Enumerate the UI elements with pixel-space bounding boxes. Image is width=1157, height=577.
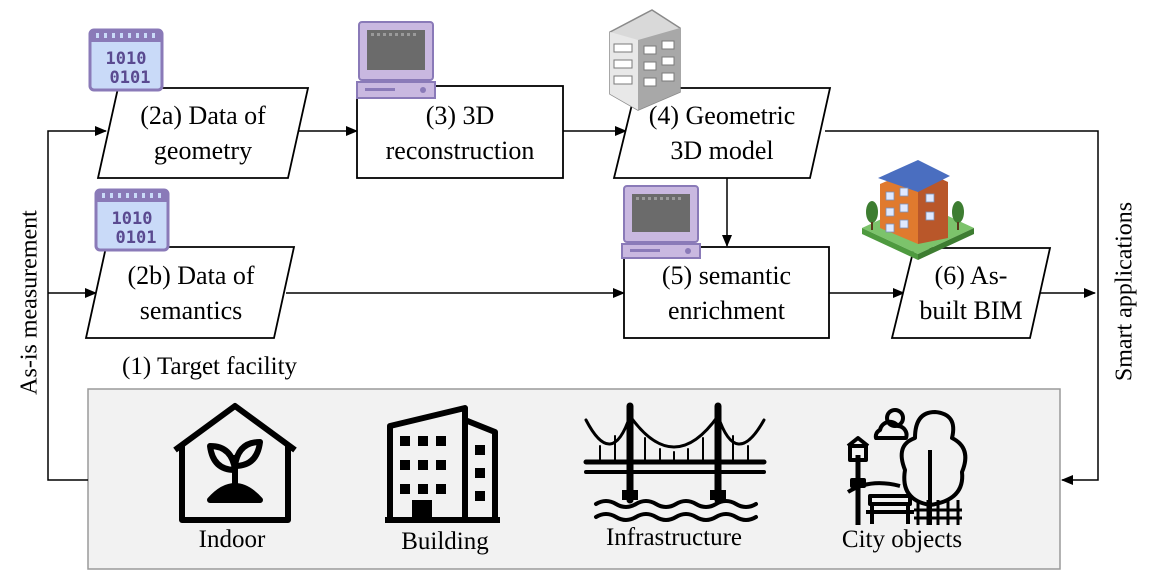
bridge-icon <box>583 402 767 522</box>
svg-text:1010: 1010 <box>112 209 153 229</box>
connector-facility-to-2a <box>47 126 107 481</box>
node-label-line2: reconstruction <box>385 136 535 165</box>
node-label-line1: (2a) Data of <box>140 101 266 130</box>
shape-reconstruction <box>356 85 564 179</box>
node-label-line2: 3D model <box>670 136 774 165</box>
node-label-line1: (4) Geometric <box>648 101 796 130</box>
building-icon <box>385 405 500 523</box>
node-label-data-geometry: (2a) Data of geometry <box>108 98 298 168</box>
facility-caption-indoor: Indoor <box>198 526 266 553</box>
node-label-line1: (2b) Data of <box>127 261 255 290</box>
node-label-semantic-enrichment: (5) semantic enrichment <box>624 258 829 328</box>
smart-applications-label: Smart applications <box>1111 201 1138 382</box>
shape-data-semantics <box>84 246 296 339</box>
node-label-reconstruction: (3) 3D reconstruction <box>357 98 563 168</box>
node-label-line2: enrichment <box>668 296 785 325</box>
node-label-data-semantics: (2b) Data of semantics <box>96 258 286 328</box>
building-model-icon <box>609 9 681 111</box>
bim-building-icon <box>862 160 974 260</box>
shape-geometric-model <box>612 87 832 179</box>
connector-4-to-right <box>825 130 1099 485</box>
facility-caption-infrastructure: Infrastructure <box>605 524 743 551</box>
node-label-line2: built BIM <box>919 296 1023 325</box>
node-label-line1: (3) 3D <box>425 101 495 130</box>
svg-text:0101: 0101 <box>116 228 157 248</box>
computer-icon <box>621 185 701 259</box>
as-is-measurement-label: As-is measurement <box>16 210 43 395</box>
node-label-line1: (5) semantic <box>661 261 792 290</box>
node-label-geometric-model: (4) Geometric 3D model <box>622 98 822 168</box>
shape-data-geometry <box>96 87 310 179</box>
facility-caption-city-objects: City objects <box>841 526 963 553</box>
node-label-asbuilt-bim: (6) As- built BIM <box>900 258 1042 328</box>
svg-text:1010: 1010 <box>106 49 147 69</box>
node-label-line2: geometry <box>153 136 253 165</box>
computer-icon <box>356 21 436 99</box>
svg-text:0101: 0101 <box>110 68 151 88</box>
node-label-line1: (6) As- <box>934 261 1008 290</box>
indoor-plant-house-icon <box>173 403 297 523</box>
node-shapes <box>84 85 1052 339</box>
shape-semantic-enrichment <box>623 246 830 339</box>
node-label-line2: semantics <box>139 296 243 325</box>
facility-caption-building: Building <box>401 528 489 555</box>
shape-asbuilt-bim <box>890 247 1052 339</box>
binary-data-icon: 1010 0101 <box>88 28 164 92</box>
facility-title: (1) Target facility <box>122 353 298 380</box>
city-park-icon <box>846 408 968 525</box>
binary-data-icon: 1010 0101 <box>94 188 170 252</box>
